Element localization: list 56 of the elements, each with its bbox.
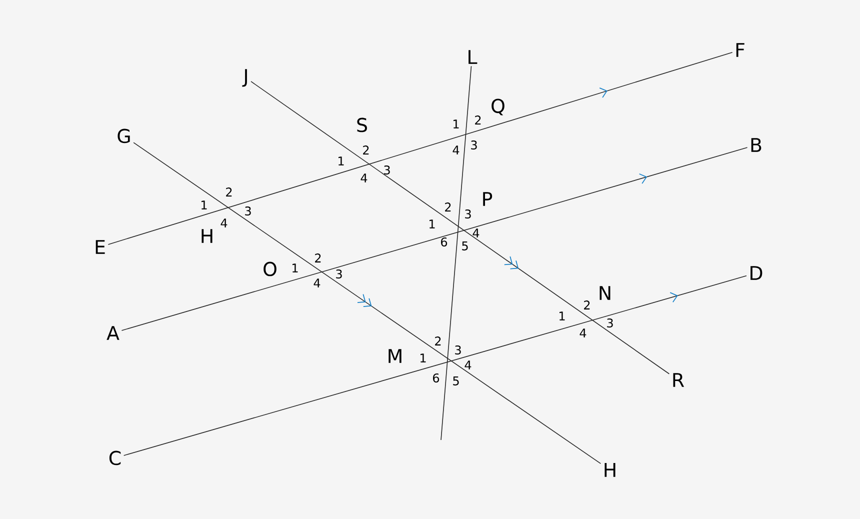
angle-number: 3 <box>471 140 477 150</box>
line <box>250 81 670 374</box>
angle-number: 2 <box>363 146 369 154</box>
angle-number: 4 <box>464 360 472 370</box>
point-label: S <box>357 118 367 132</box>
angle-number: 1 <box>202 200 207 210</box>
point-label: P <box>483 192 492 206</box>
point-label: O <box>264 262 276 276</box>
angle-number: 5 <box>462 242 468 250</box>
point-label: B <box>751 138 762 152</box>
point-label: C <box>109 450 121 466</box>
angle-number: 1 <box>420 354 426 362</box>
angle-number: 4 <box>452 146 460 154</box>
point-label: H <box>604 463 616 477</box>
point-label: E <box>96 240 105 254</box>
angle-number: 3 <box>607 318 613 328</box>
angle-number: 4 <box>314 278 320 288</box>
angle-number: 2 <box>226 188 232 196</box>
point-label: F <box>736 43 744 57</box>
angle-number: 4 <box>580 328 586 338</box>
angle-number: 1 <box>292 264 298 272</box>
angle-number: 2 <box>584 300 590 310</box>
line <box>108 52 733 245</box>
angle-number: 1 <box>430 220 435 228</box>
angle-number: 2 <box>475 116 481 124</box>
angle-number: 3 <box>384 165 390 175</box>
point-label: Q <box>492 98 504 116</box>
angle-number: 4 <box>220 218 228 228</box>
angle-number: 4 <box>472 228 480 238</box>
angle-number: 6 <box>433 373 440 383</box>
line <box>440 66 472 440</box>
angle-number: 1 <box>338 156 344 166</box>
angle-number: 4 <box>360 174 368 182</box>
point-label: H <box>202 229 212 243</box>
angle-number: 5 <box>453 376 459 386</box>
line <box>121 147 748 331</box>
point-label: A <box>106 326 120 340</box>
angle-number: 6 <box>441 237 448 247</box>
point-label: G <box>118 128 130 144</box>
line <box>123 275 747 456</box>
point-label: L <box>468 50 478 64</box>
angle-number: 3 <box>336 269 342 279</box>
point-label: N <box>600 286 610 300</box>
angle-number: 3 <box>245 206 251 216</box>
line <box>133 142 602 464</box>
angle-number: 3 <box>455 345 461 355</box>
point-label: J <box>242 69 247 87</box>
angle-number: 1 <box>454 120 459 128</box>
angle-number: 2 <box>315 254 321 262</box>
point-label: R <box>673 373 684 387</box>
point-label: D <box>750 266 762 280</box>
point-label: M <box>388 349 402 363</box>
angle-number: 3 <box>465 209 471 219</box>
angle-number: 2 <box>445 202 451 212</box>
angle-number: 1 <box>560 312 565 320</box>
angle-number: 2 <box>435 336 441 346</box>
